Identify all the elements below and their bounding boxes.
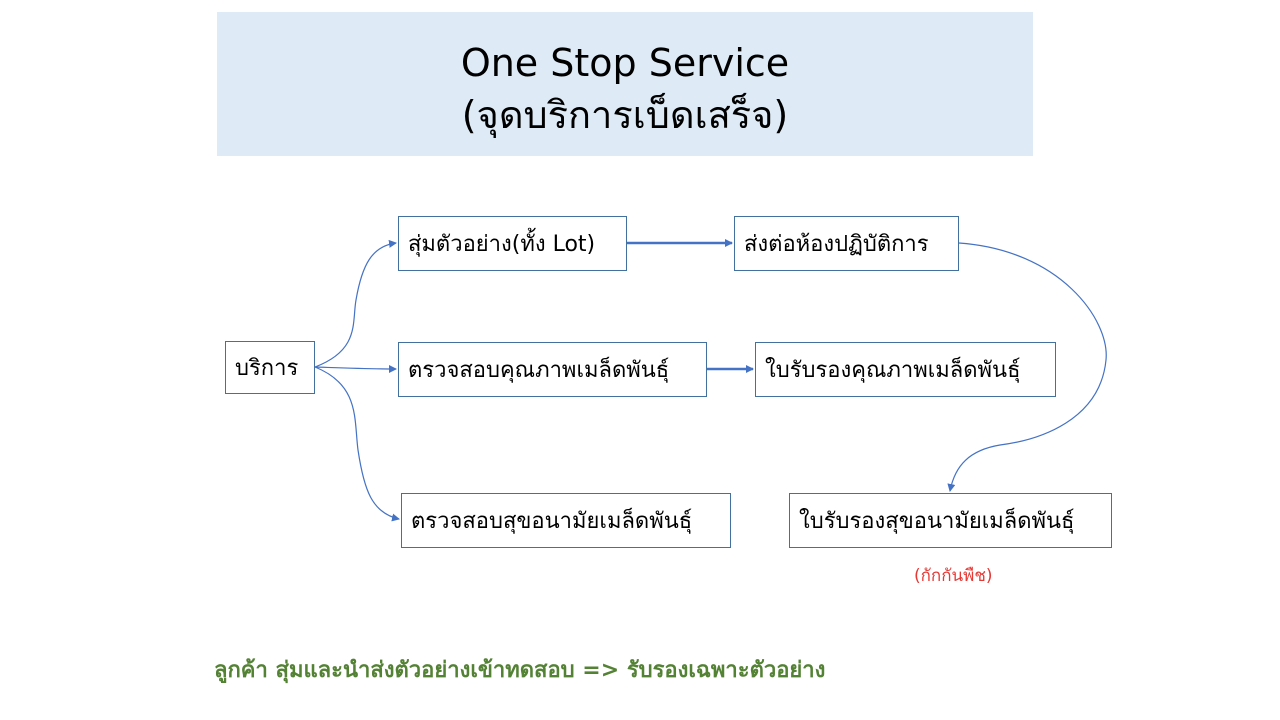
node-send-lab-label: ส่งต่อห้องปฏิบัติการ [744,232,929,257]
page-subtitle: (จุดบริการเบ็ดเสร็จ) [461,93,789,137]
footer-note: ลูกค้า สุ่มและนำส่งตัวอย่างเข้าทดสอบ => … [214,658,826,683]
node-service-label: บริการ [235,356,299,381]
node-health-cert: ใบรับรองสุขอนามัยเมล็ดพันธุ์ [789,493,1112,548]
node-quality-test: ตรวจสอบคุณภาพเมล็ดพันธุ์ [398,342,707,397]
node-health-test: ตรวจสอบสุขอนามัยเมล็ดพันธุ์ [401,493,731,548]
quarantine-note: (กักกันพืช) [914,566,993,586]
node-quality-cert: ใบรับรองคุณภาพเมล็ดพันธุ์ [755,342,1056,397]
arrow-service-to-quality [314,364,397,373]
node-service: บริการ [225,341,315,394]
arrow-lab-to-health-cert [947,242,1107,492]
node-quality-cert-label: ใบรับรองคุณภาพเมล็ดพันธุ์ [765,358,1021,383]
node-quality-test-label: ตรวจสอบคุณภาพเมล็ดพันธุ์ [408,358,670,383]
title-banner: One Stop Service (จุดบริการเบ็ดเสร็จ) [217,12,1033,156]
node-send-lab: ส่งต่อห้องปฏิบัติการ [734,216,959,271]
arrow-service-to-sampling [314,239,397,368]
page-title: One Stop Service [460,41,790,85]
node-sampling-label: สุ่มตัวอย่าง(ทั้ง Lot) [408,232,596,257]
node-sampling: สุ่มตัวอย่าง(ทั้ง Lot) [398,216,627,271]
node-health-test-label: ตรวจสอบสุขอนามัยเมล็ดพันธุ์ [411,509,693,534]
arrow-service-to-health [314,366,400,522]
node-health-cert-label: ใบรับรองสุขอนามัยเมล็ดพันธุ์ [799,509,1075,534]
